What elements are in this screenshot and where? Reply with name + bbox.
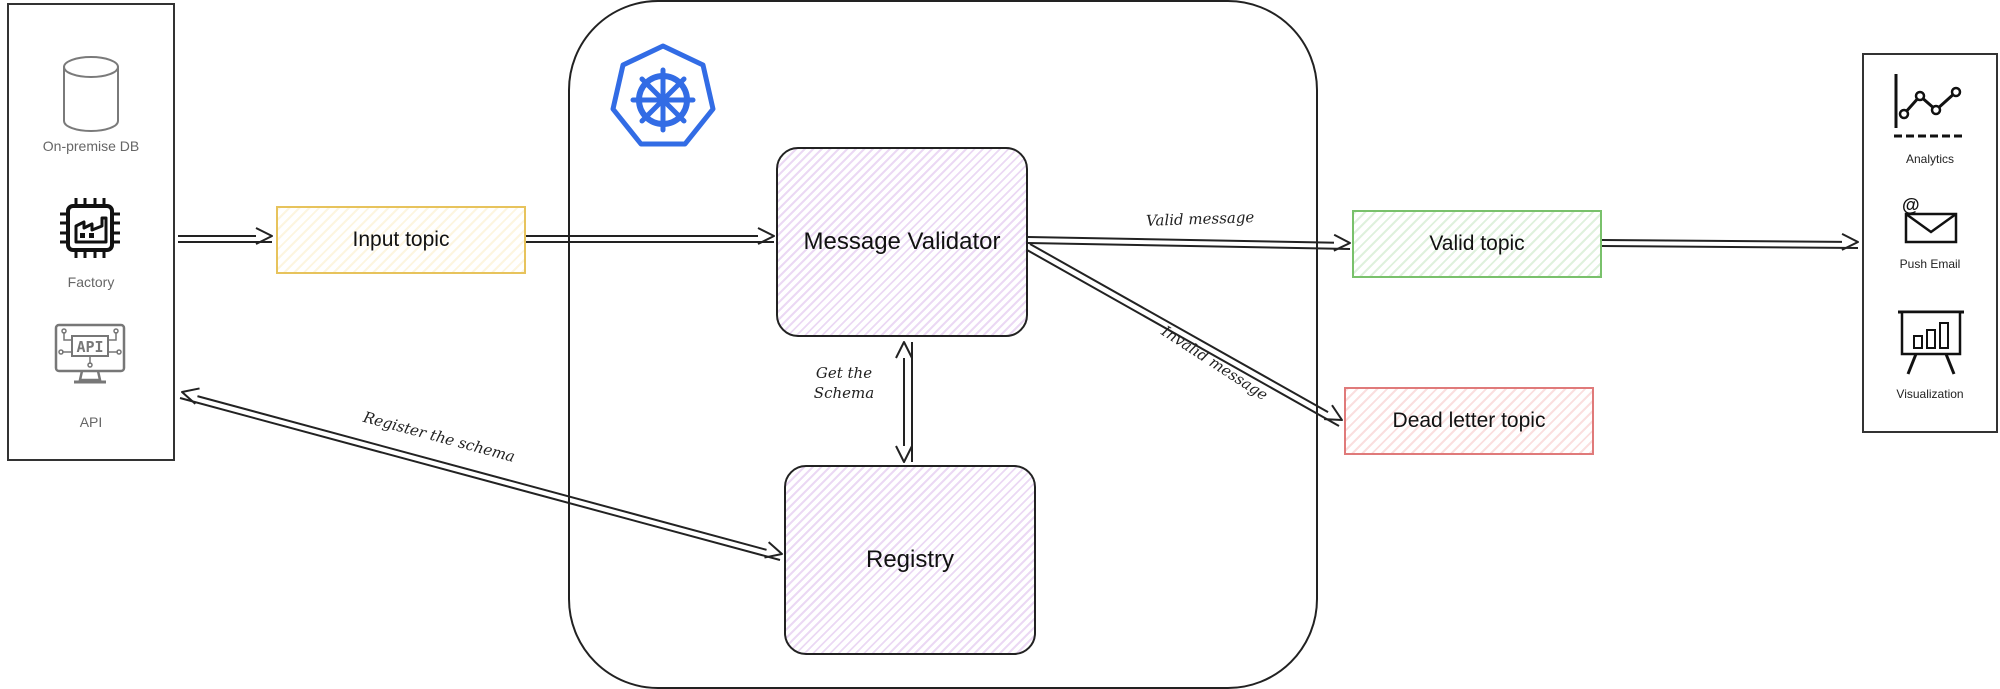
source-label-db: On-premise DB (42, 138, 140, 154)
arrow-validator-to-valid (1027, 233, 1351, 252)
input-topic-label: Input topic (352, 228, 450, 251)
message-validator-label: Message Validator (803, 228, 1001, 255)
consumer-label-visualization: Visualization (1896, 387, 1964, 401)
dead-letter-topic-node[interactable]: Dead letter topic (1344, 387, 1594, 455)
consumer-label-email: Push Email (1899, 257, 1961, 271)
data-sources-panel (7, 3, 175, 461)
input-topic-node[interactable]: Input topic (276, 206, 526, 274)
kubernetes-cluster-boundary (568, 0, 1318, 689)
svg-text:API: API (76, 338, 103, 356)
valid-message-label: Valid message (1145, 208, 1255, 230)
get-schema-label-line2: Schema (813, 384, 875, 402)
arrow-valid-to-consumers (1601, 232, 1859, 251)
source-label-api: API (79, 414, 103, 430)
message-validator-node[interactable]: Message Validator (776, 147, 1028, 337)
kubernetes-icon (608, 42, 718, 155)
arrow-validator-to-deadletter (1029, 243, 1343, 421)
svg-text:@: @ (1902, 195, 1920, 215)
factory-chip-icon (58, 196, 122, 265)
arrow-api-registry (181, 387, 783, 559)
source-label-factory: Factory (67, 274, 115, 290)
api-monitor-icon: API (52, 322, 128, 393)
valid-topic-label: Valid topic (1429, 232, 1525, 255)
registry-node[interactable]: Registry (784, 465, 1036, 655)
consumer-label-analytics: Analytics (1905, 152, 1955, 166)
get-schema-label-line1: Get the (815, 364, 873, 382)
line-chart-icon (1892, 72, 1968, 145)
valid-topic-node[interactable]: Valid topic (1352, 210, 1602, 278)
presentation-chart-icon (1896, 308, 1966, 383)
database-icon (62, 55, 120, 140)
registry-label: Registry (865, 546, 955, 573)
dead-letter-topic-label: Dead letter topic (1392, 409, 1546, 432)
email-icon: @ (1900, 194, 1960, 249)
